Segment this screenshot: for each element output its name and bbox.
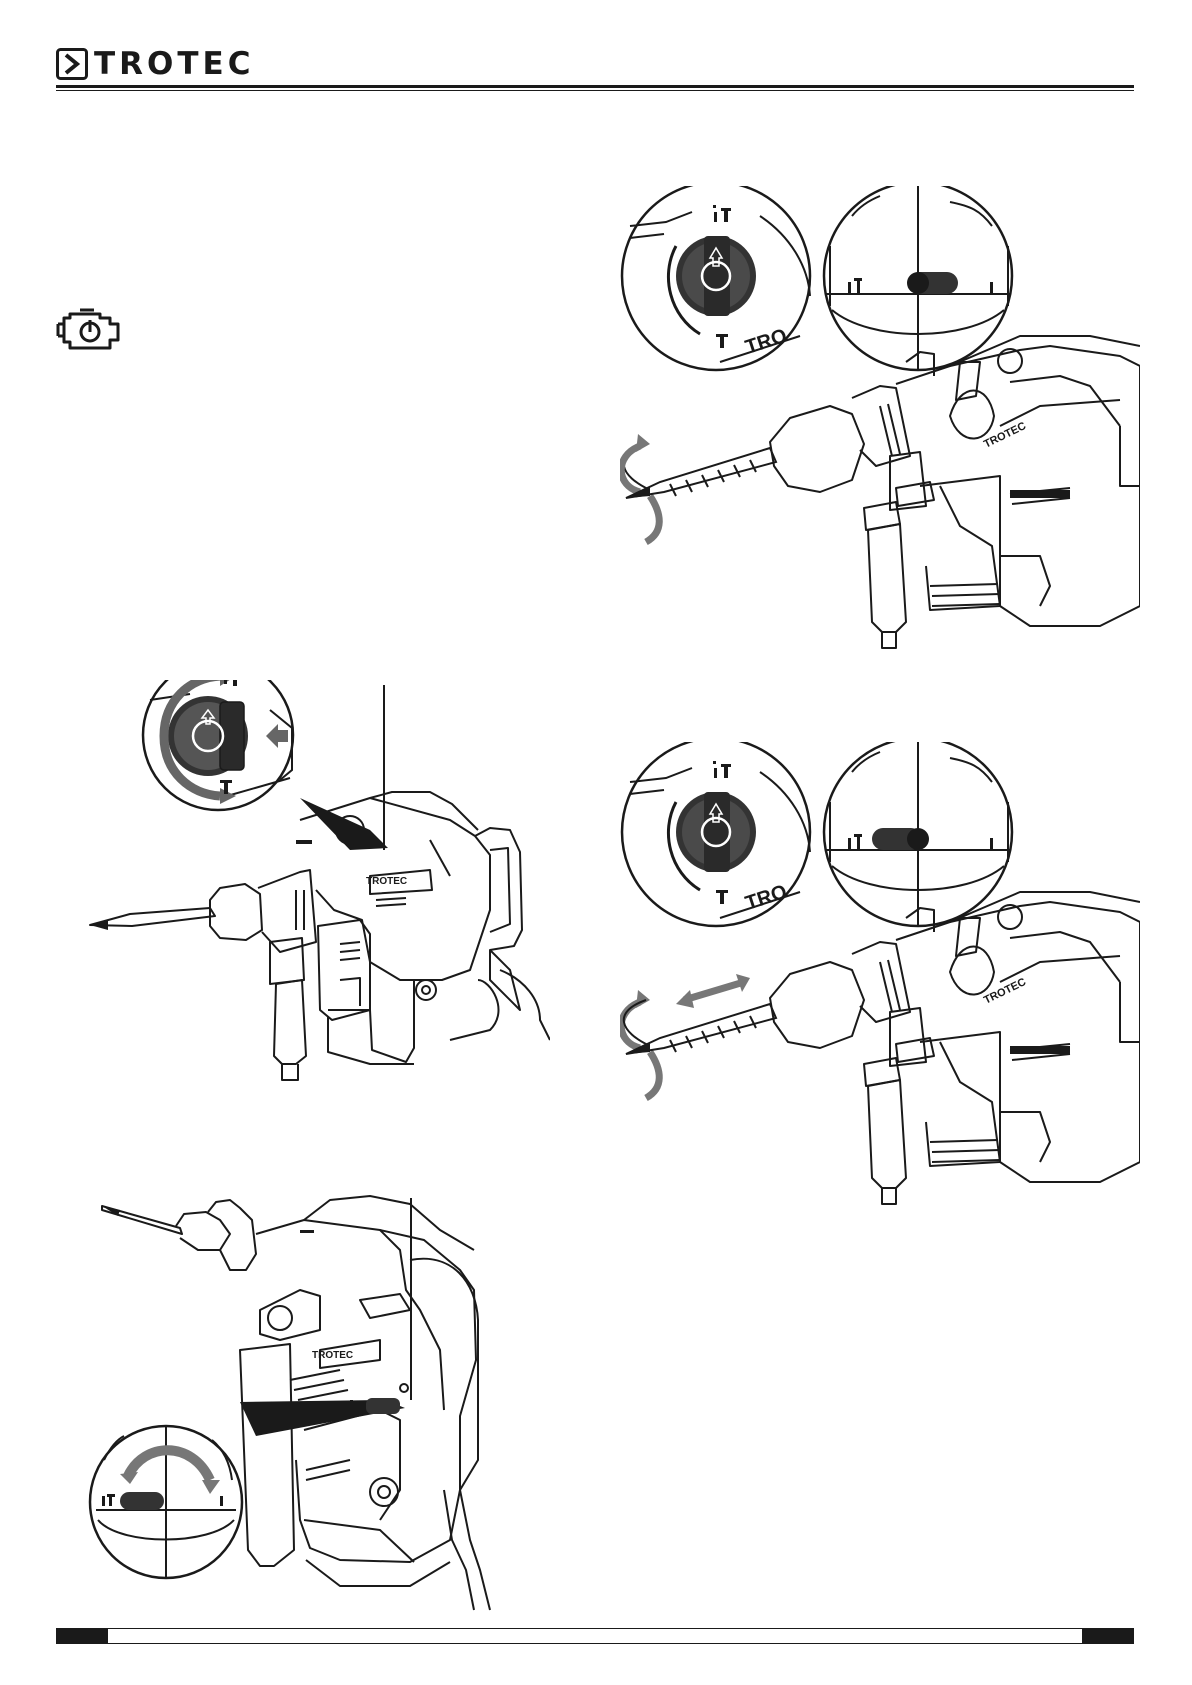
hammer-drill-logo-text: TROTEC <box>982 976 1028 1007</box>
brand-chevron-icon <box>56 48 88 80</box>
header-rule <box>56 85 1134 88</box>
brand-name: TROTEC <box>94 46 254 82</box>
figure-drilling-mode: TRO <box>620 186 1140 696</box>
footer-right-block <box>1082 1628 1134 1644</box>
hammer-rear-logo-text: TROTEC <box>312 1350 353 1361</box>
header-rule-thin <box>56 90 1134 91</box>
figure-mode-knob-chisel: TROTEC <box>70 680 550 1090</box>
hammer-logo-text: TROTEC <box>366 876 407 887</box>
footer-left-block <box>56 1628 108 1644</box>
figure-lock-slider: TROTEC <box>80 1190 540 1620</box>
engine-power-icon <box>56 306 126 356</box>
footer-bar <box>56 1628 1134 1644</box>
brand-logo: TROTEC <box>56 44 306 84</box>
drill-hammer-logo-text: TROTEC <box>982 420 1028 451</box>
figure-hammer-drilling-mode: TRO <box>620 742 1140 1252</box>
